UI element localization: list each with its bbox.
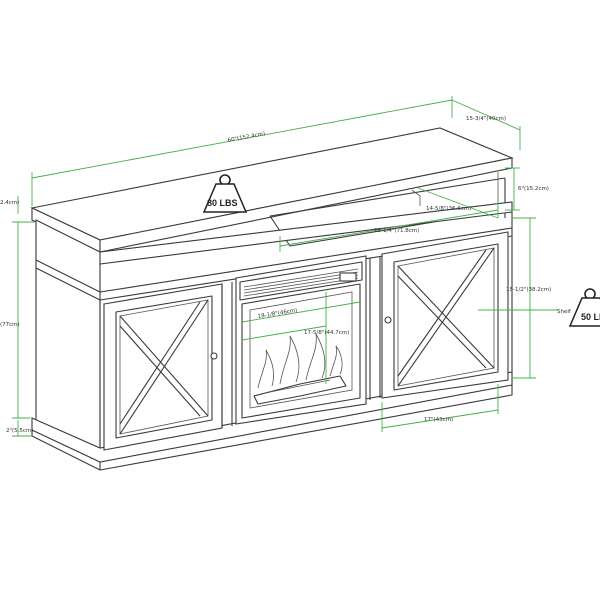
opening-width-label: 28-1/4"(71.8cm) [374,228,419,234]
weight-badge-top: 80 LBS [202,174,248,213]
tv-stand-outline [30,127,514,471]
fireplace-control-panel [339,272,357,282]
width-label: 60"(152.4cm) [227,131,265,144]
base-height-label: 2"(5.5cm) [6,428,33,434]
fireplace-vent-grille [243,268,359,297]
top-surface [30,127,514,241]
left-door-knob [210,352,218,360]
fireplace-flames [257,333,343,389]
firebox-height-label: 17-5/8"(44.7cm) [304,330,349,336]
shelf-weight-label: 50 LBS [581,312,600,322]
top-height-label: 2.4cm) [0,200,19,206]
right-door-knob [384,316,392,324]
cabinet-height-label: 15-1/2"(38.2cm) [506,287,551,293]
depth-label: 15-3/4"(40cm) [466,116,506,122]
fireplace-logs [253,375,347,405]
shelf-weight-caption: Shelf [557,309,572,315]
fireplace-surround [235,255,367,425]
shelf-height-label: 6"(15.2cm) [518,186,549,192]
door-width-label: 17"(43cm) [424,417,453,423]
shelf-depth-label: 14-5/8"(36.6cm) [426,206,471,212]
total-height-label: (77cm) [0,322,20,328]
weight-badge-shelf: 50 LBS [568,288,600,327]
weight-icon [202,183,248,213]
top-weight-label: 80 LBS [207,198,238,208]
dimension-lines [12,96,558,437]
weight-icon [568,297,600,327]
